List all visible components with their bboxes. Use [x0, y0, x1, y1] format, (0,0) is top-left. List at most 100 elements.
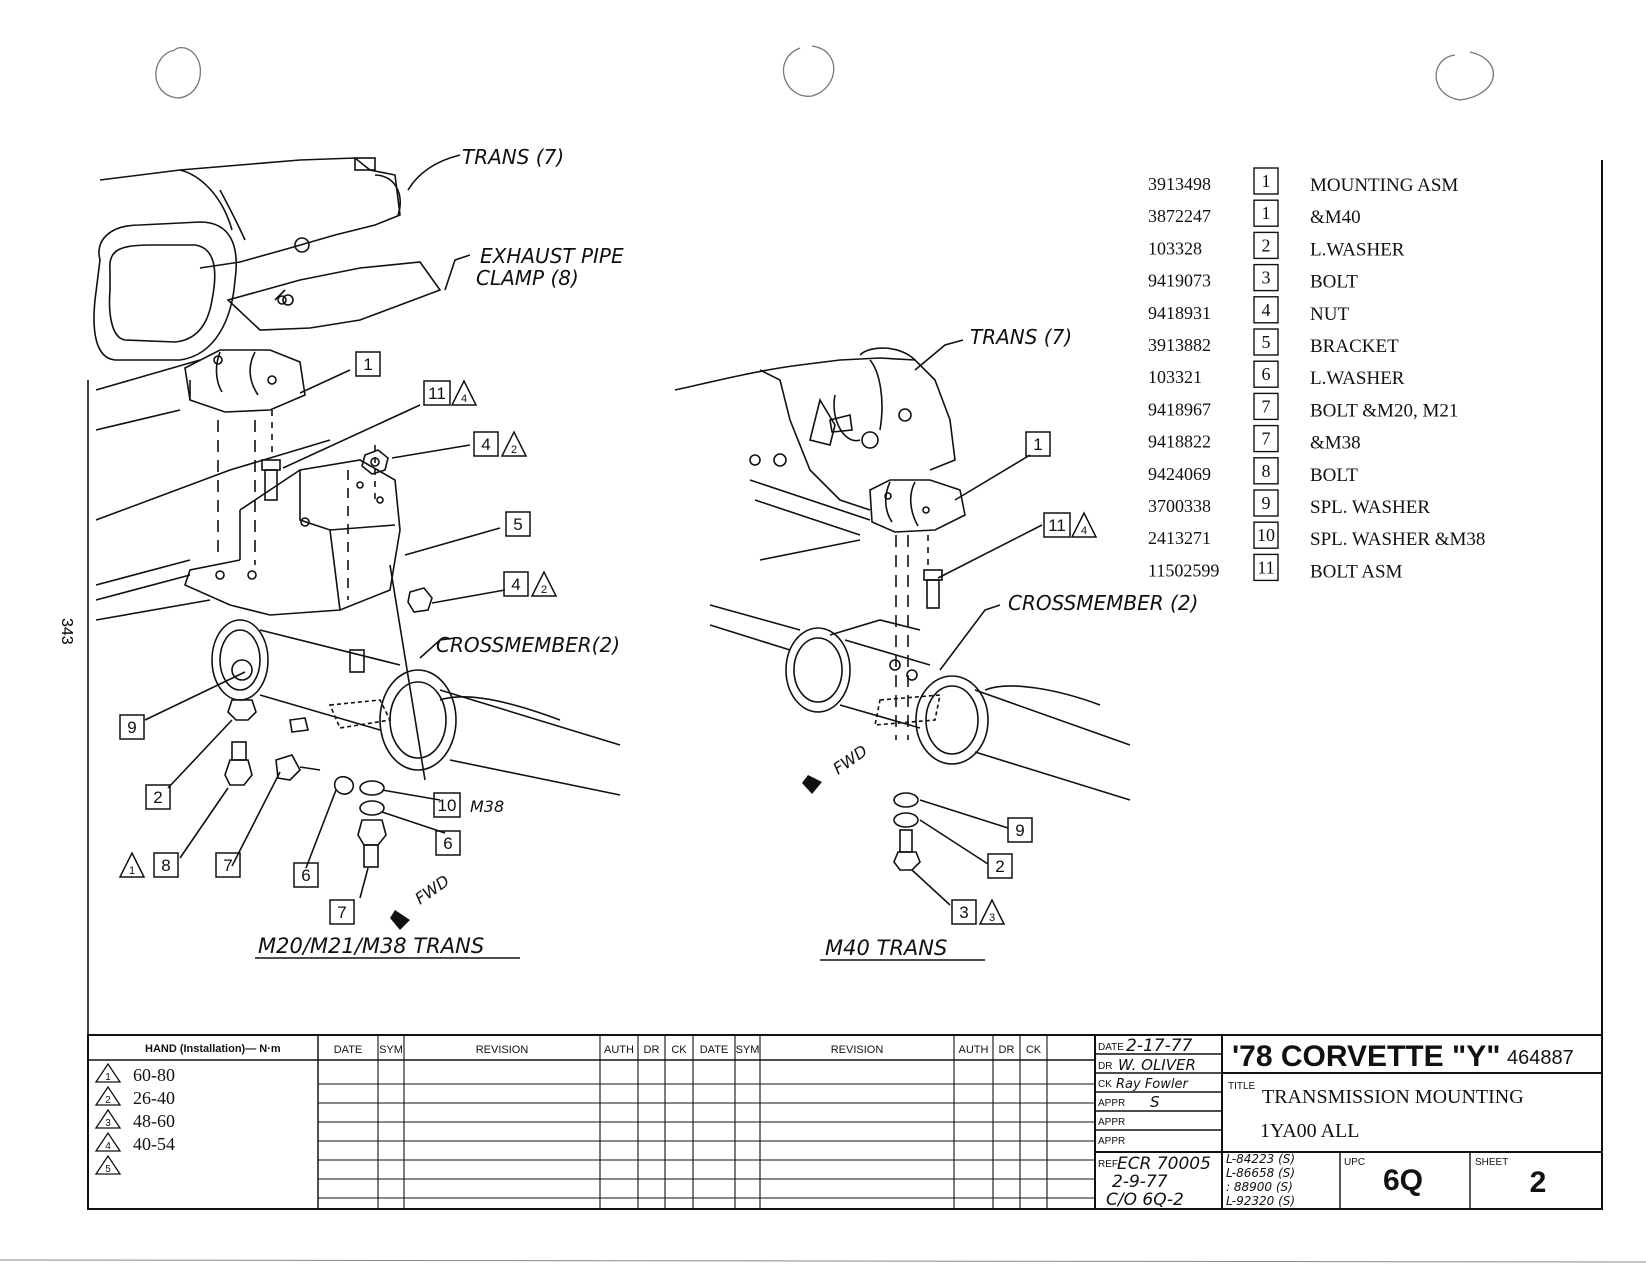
torque-triangle-icon — [94, 1108, 122, 1129]
torque-triangle-icon — [94, 1085, 122, 1106]
callout-num: 2 — [995, 857, 1004, 876]
label-exhaust-1: EXHAUST PIPE — [480, 244, 624, 268]
part-number: 3872247 — [1148, 206, 1211, 226]
revision-grid — [317, 1035, 1096, 1209]
signoff-appr1: S — [1150, 1093, 1160, 1111]
drawing-number: 464887 — [1507, 1047, 1574, 1069]
part-number: 3700338 — [1148, 496, 1211, 516]
revision-column-header: SYM — [736, 1044, 760, 1056]
ecn-3: : 88900 (S) — [1226, 1180, 1293, 1194]
key-box — [1253, 199, 1279, 227]
torque-triangle-icon — [94, 1154, 122, 1175]
label-exhaust-2: CLAMP (8) — [476, 266, 579, 290]
key-box — [1253, 263, 1279, 292]
signoff-ck: Ray Fowler — [1116, 1077, 1189, 1092]
title-line-2: 1YA00 ALL — [1260, 1120, 1359, 1142]
torque-triangle-icon — [94, 1062, 122, 1083]
right-assembly-drawing — [674, 339, 1131, 906]
title-label: TITLE — [1228, 1081, 1256, 1092]
part-number: 103328 — [1148, 238, 1202, 258]
callout-num: 7 — [223, 856, 232, 875]
ecn-2: L-86658 (S) — [1226, 1166, 1295, 1180]
part-number: 3913882 — [1148, 335, 1211, 355]
sheet-label: SHEET — [1475, 1157, 1508, 1168]
key-box — [1253, 167, 1279, 195]
key-number: 2 — [1262, 235, 1271, 255]
key-box — [1253, 457, 1279, 485]
ecn-4: L-92320 (S) — [1226, 1194, 1295, 1208]
parts-row: 9424069 8 BOLT — [1148, 457, 1358, 486]
title-block — [87, 1034, 1603, 1210]
part-number: 103321 — [1148, 367, 1202, 387]
torque-triangle-number: 3 — [105, 1118, 111, 1129]
torque-triangle-number: 2 — [105, 1095, 111, 1106]
revision-column-header: DATE — [700, 1044, 729, 1056]
key-number: 11 — [1257, 557, 1274, 577]
revision-column-header: DR — [644, 1044, 660, 1056]
revision-column-header: AUTH — [604, 1044, 634, 1056]
callout-num: 11 — [1048, 516, 1066, 535]
revision-column-header: AUTH — [959, 1044, 989, 1056]
callout-num: 2 — [153, 788, 162, 807]
title-line-1: TRANSMISSION MOUNTING — [1262, 1086, 1524, 1108]
upc-value: 6Q — [1383, 1164, 1423, 1197]
caption-left: M20/M21/M38 TRANS — [258, 934, 484, 958]
part-description: L.WASHER — [1310, 239, 1405, 260]
revision-column-header: REVISION — [476, 1044, 529, 1056]
key-box — [1253, 489, 1279, 517]
part-number: 9418931 — [1148, 303, 1211, 323]
binder-holes — [155, 45, 1495, 101]
label-trans-left: TRANS (7) — [462, 145, 564, 169]
key-number: 8 — [1262, 461, 1271, 481]
callout-num: 9 — [127, 718, 136, 737]
signoff-block: DATE 2-17-77 DR W. OLIVER CK Ray Fowler … — [1098, 1036, 1196, 1147]
callout-num: 9 — [1015, 821, 1024, 840]
right-callouts — [951, 431, 1098, 925]
right-callout-numbers: 1 11 4 9 2 3 3 — [959, 435, 1087, 924]
key-number: 4 — [1262, 300, 1271, 320]
key-number: 6 — [1262, 364, 1271, 384]
signoff-date: 2-17-77 — [1126, 1036, 1193, 1056]
key-box — [1253, 360, 1279, 388]
left-callouts — [118, 351, 558, 925]
caption-right: M40 TRANS — [825, 936, 947, 960]
torque-triangle-icon — [94, 1131, 122, 1152]
key-box — [1253, 553, 1279, 582]
ref-line-3: C/O 6Q-2 — [1106, 1190, 1184, 1210]
torque-value: 60-80 — [133, 1065, 175, 1085]
torque-value: 26-40 — [133, 1088, 175, 1108]
part-description: BOLT &M20, M21 — [1310, 400, 1458, 421]
key-number: 5 — [1262, 332, 1271, 352]
signoff-appr2-label: APPR — [1098, 1117, 1125, 1128]
revision-column-header: SYM — [379, 1044, 403, 1056]
key-box — [1253, 296, 1279, 324]
label-crossmember-right: CROSSMEMBER (2) — [1008, 591, 1198, 615]
signoff-dr-label: DR — [1098, 1061, 1112, 1072]
ref-line-2: 2-9-77 — [1112, 1172, 1168, 1192]
part-description: BOLT — [1310, 465, 1358, 486]
callout-num: 1 — [1033, 435, 1042, 454]
torque-triangle-number: 5 — [105, 1164, 111, 1175]
callout-num: 8 — [161, 856, 170, 875]
callout-num: 6 — [443, 834, 452, 853]
torque-value: 40-54 — [133, 1134, 175, 1154]
title-block-text: '78 CORVETTE "Y" 464887 TITLE TRANSMISSI… — [1098, 1040, 1574, 1210]
callout-num: 1 — [363, 355, 372, 374]
part-number: 9424069 — [1148, 464, 1211, 484]
label-fwd-left: FWD — [411, 871, 452, 908]
callout-num: 7 — [337, 903, 346, 922]
callout-tri: 1 — [129, 865, 135, 877]
